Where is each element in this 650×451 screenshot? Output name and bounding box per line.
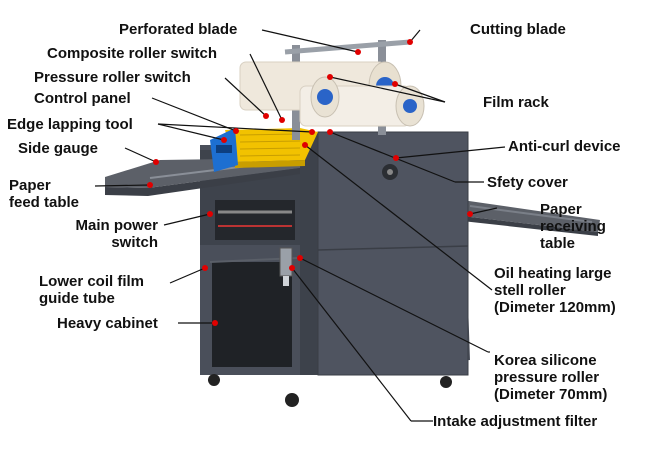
label-paper-feed-table: Paper feed table: [9, 177, 80, 211]
label-intake-adjustment-filter: Intake adjustment filter: [433, 413, 598, 430]
label-heavy-cabinet: Heavy cabinet: [57, 315, 158, 332]
label-film-rack: Film rack: [483, 94, 549, 111]
label-safety-cover: Sfety cover: [487, 174, 568, 191]
label-silicone-pressure-roller: Korea silicone pressure roller (Dimeter …: [494, 352, 608, 403]
label-perforated-blade: Perforated blade: [119, 21, 238, 38]
label-composite-roller-switch: Composite roller switch: [47, 45, 218, 62]
red-markers: [147, 39, 473, 326]
label-edge-lapping-tool: Edge lapping tool: [7, 116, 133, 133]
label-cutting-blade: Cutting blade: [470, 21, 566, 38]
label-side-gauge: Side gauge: [18, 140, 99, 157]
label-paper-receiving-table: Paper receiving table: [540, 201, 606, 252]
label-pressure-roller-switch: Pressure roller switch: [34, 69, 191, 86]
label-main-power-switch: Main power switch: [75, 217, 158, 251]
label-lower-coil-film-guide-tube: Lower coil film guide tube: [39, 273, 145, 307]
intake-filter: [279, 247, 293, 277]
label-control-panel: Control panel: [34, 90, 131, 107]
label-oil-heating-roller: Oil heating large stell roller (Dimeter …: [494, 265, 616, 316]
label-anti-curl-device: Anti-curl device: [508, 138, 621, 155]
caster-wheel: [208, 374, 220, 386]
